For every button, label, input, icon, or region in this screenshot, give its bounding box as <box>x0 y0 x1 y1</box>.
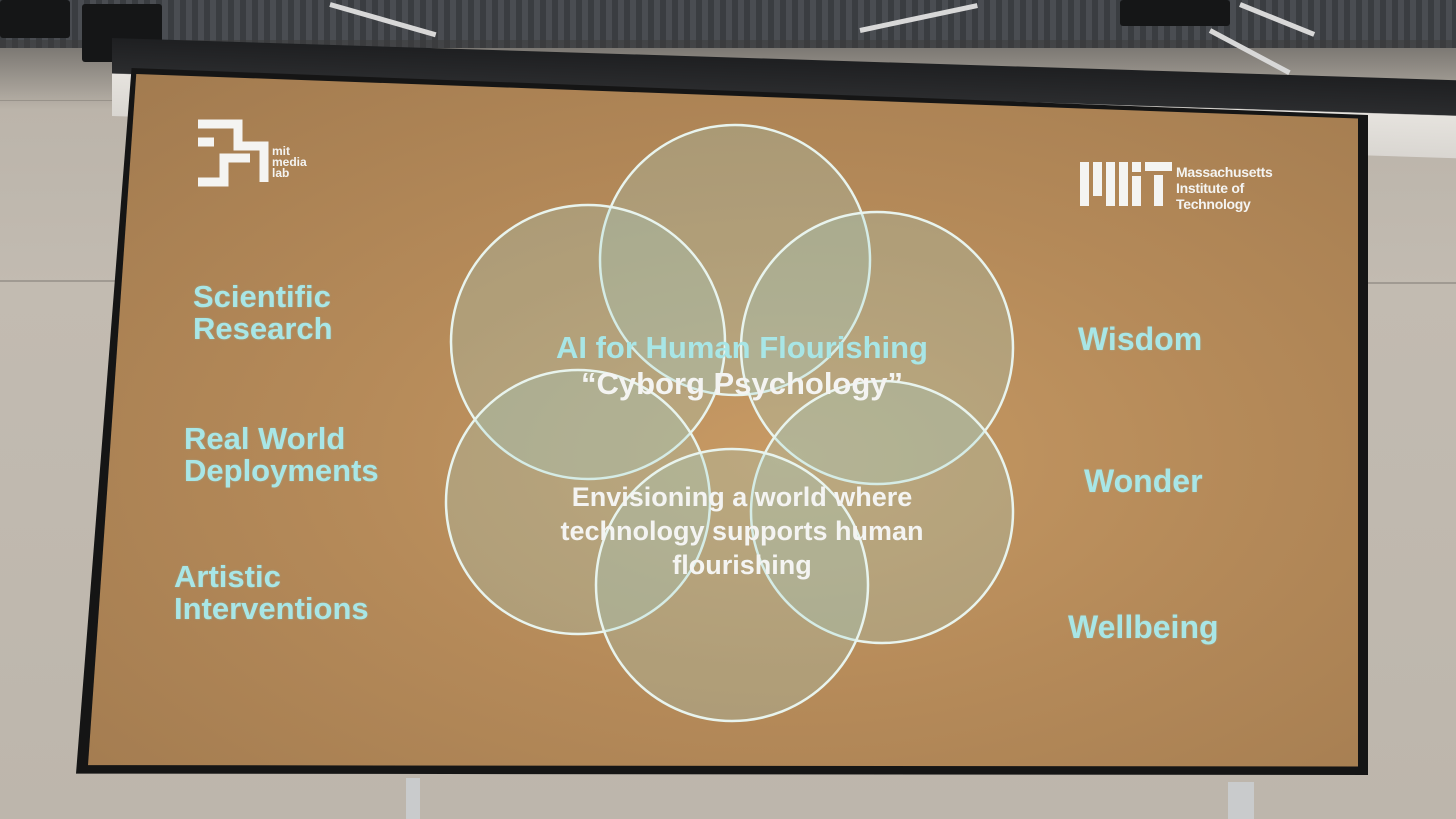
left-item-line: Real World <box>184 421 346 456</box>
wall-seam <box>0 100 120 101</box>
mit-name-line: Massachusetts <box>1176 164 1273 180</box>
slide-title: AI for Human Flourishing “Cyborg Psychol… <box>556 330 928 402</box>
left-item-real-world-deployments: Real World Deployments <box>184 423 379 487</box>
venn-circle-lower-right <box>749 379 1015 645</box>
right-item-wellbeing: Wellbeing <box>1068 609 1219 645</box>
title-line-ai-for-human-flourishing: AI for Human Flourishing <box>556 330 928 365</box>
venn-circle-upper-right <box>739 210 1015 486</box>
right-item-wisdom: Wisdom <box>1078 321 1203 357</box>
support-pole <box>406 778 420 819</box>
media-lab-wordmark: mit media lab <box>272 144 307 180</box>
mit-name-line: Technology <box>1176 196 1251 212</box>
left-item-line: Artistic <box>174 559 281 594</box>
support-pole <box>1228 782 1254 819</box>
wall-seam <box>0 280 120 282</box>
left-item-line: Interventions <box>174 591 369 626</box>
projected-slide <box>88 74 1358 767</box>
ceiling-light-fixture <box>1120 0 1230 26</box>
mit-name-line: Institute of <box>1176 180 1244 196</box>
left-item-artistic-interventions: Artistic Interventions <box>174 561 369 625</box>
right-item-wonder: Wonder <box>1084 463 1203 499</box>
left-item-scientific-research: Scientific Research <box>193 281 333 345</box>
venn-circle-top <box>598 123 872 397</box>
title-line-cyborg-psychology: “Cyborg Psychology” <box>580 366 904 401</box>
ceiling-light-fixture <box>0 0 70 38</box>
mit-wordmark-icon <box>1080 162 1172 206</box>
subtitle-line: flourishing <box>672 550 812 580</box>
media-lab-word: lab <box>272 166 290 180</box>
slide-subtitle: Envisioning a world where technology sup… <box>560 480 923 582</box>
venn-circle-bottom <box>594 447 870 723</box>
subtitle-line: technology supports human <box>560 516 924 546</box>
media-lab-word: mit <box>272 144 290 158</box>
wall-seam <box>1345 282 1456 284</box>
venn-circle-lower-left <box>444 368 712 636</box>
venn-circles <box>444 123 1015 723</box>
media-lab-word: media <box>272 155 307 169</box>
left-item-line: Deployments <box>184 453 379 488</box>
mit-name: Massachusetts Institute of Technology <box>1176 164 1273 212</box>
left-item-line: Scientific <box>193 279 331 314</box>
flower-venn-diagram <box>444 123 1015 723</box>
media-lab-icon <box>198 119 269 187</box>
subtitle-line: Envisioning a world where <box>571 482 913 512</box>
venn-circle-upper-left <box>449 203 727 481</box>
left-item-line: Research <box>193 311 333 346</box>
